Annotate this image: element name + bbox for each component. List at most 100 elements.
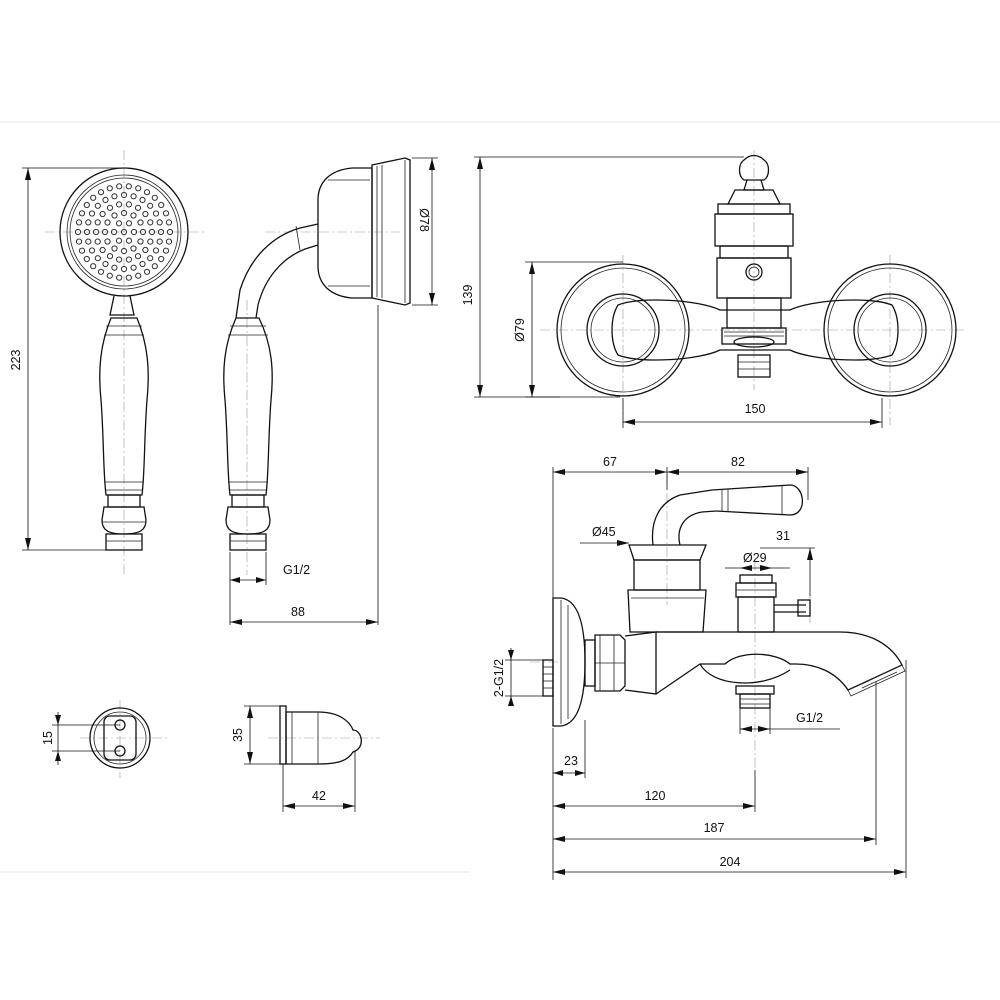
label-2g12: 2-G1/2 <box>492 659 506 697</box>
dimension-g12-outlet: G1/2 <box>739 708 840 734</box>
nozzle-hole <box>75 219 83 226</box>
dimension-88: 88 <box>230 305 379 625</box>
dimension-15: 15 <box>41 712 120 765</box>
nozzle-hole <box>147 219 154 226</box>
hand-shower-side-view <box>223 157 411 575</box>
label-42: 42 <box>312 789 326 803</box>
dimension-35: 35 <box>231 705 280 765</box>
nozzle-hole <box>106 185 113 192</box>
label-31: 31 <box>776 529 790 543</box>
dimension-23: 23 <box>552 720 586 880</box>
nozzle-hole <box>165 238 173 245</box>
nozzle-hole <box>130 228 138 236</box>
nozzle-hole <box>99 210 106 218</box>
nozzle-hole <box>158 201 165 209</box>
nozzle-hole <box>134 204 142 211</box>
nozzle-hole <box>151 194 158 201</box>
nozzle-hole <box>102 196 109 204</box>
nozzle-hole <box>166 228 174 236</box>
nozzle-hole <box>106 204 114 211</box>
nozzle-hole <box>162 210 170 217</box>
dimension-31: 31 <box>760 529 815 596</box>
nozzle-hole <box>116 274 123 281</box>
nozzle-hole <box>88 210 96 217</box>
label-o79: Ø79 <box>513 318 527 342</box>
nozzle-hole <box>165 219 173 226</box>
mixer-side-view <box>530 475 906 770</box>
nozzle-hole <box>106 253 114 260</box>
nozzle-hole <box>83 201 90 209</box>
nozzle-hole <box>115 220 123 227</box>
dimension-139: 139 <box>461 156 744 398</box>
nozzle-hole <box>135 185 142 192</box>
nozzle-hole <box>157 228 165 236</box>
nozzle-hole <box>130 264 137 271</box>
nozzle-hole <box>111 212 118 219</box>
nozzle-hole <box>120 228 128 236</box>
label-120: 120 <box>645 789 666 803</box>
nozzle-hole <box>125 201 132 208</box>
nozzle-hole <box>139 196 146 204</box>
label-150: 150 <box>745 402 766 416</box>
nozzle-hole <box>94 202 101 209</box>
rosette-right <box>823 263 957 397</box>
nozzle-hole <box>125 256 132 263</box>
nozzle-hole <box>139 260 146 268</box>
dimension-o29: Ø29 <box>725 551 790 571</box>
label-o78: Ø78 <box>417 208 431 232</box>
nozzle-hole <box>137 219 144 226</box>
nozzle-hole <box>74 228 82 236</box>
dimension-o79: Ø79 <box>513 261 623 398</box>
nozzle-hole <box>148 228 156 236</box>
nozzle-hole <box>83 255 90 263</box>
label-35: 35 <box>231 728 245 742</box>
hand-shower-front-view <box>45 150 205 575</box>
nozzle-hole <box>125 274 132 281</box>
nozzle-hole <box>151 263 158 270</box>
holder-front-view <box>80 700 170 778</box>
nozzle-hole <box>83 228 91 236</box>
nozzle-hole <box>139 228 147 236</box>
dimension-120: 120 <box>553 770 756 812</box>
dimension-o78: Ø78 <box>412 157 438 306</box>
dimension-204: 204 <box>553 660 907 878</box>
label-23: 23 <box>564 754 578 768</box>
nozzle-hole <box>94 238 101 245</box>
nozzle-hole <box>120 265 128 273</box>
nozzle-hole <box>137 238 144 245</box>
nozzle-hole <box>110 228 118 236</box>
nozzle-hole <box>147 202 154 209</box>
label-g12-outlet: G1/2 <box>796 711 823 725</box>
nozzle-hole <box>97 268 105 275</box>
nozzle-hole <box>111 193 118 200</box>
dimension-2g12: 2-G1/2 <box>492 648 543 706</box>
nozzle-hole <box>106 272 113 279</box>
nozzle-hole <box>130 245 137 252</box>
nozzle-hole <box>88 247 96 254</box>
nozzle-hole <box>142 210 149 218</box>
nozzle-hole <box>94 219 101 226</box>
nozzle-hole <box>92 228 100 236</box>
nozzle-hole <box>120 247 128 255</box>
nozzle-hole <box>120 191 128 199</box>
nozzle-hole <box>147 255 154 262</box>
holder-side-view <box>268 705 380 765</box>
label-139: 139 <box>461 285 475 306</box>
dimension-42: 42 <box>282 752 356 812</box>
label-o45: Ø45 <box>592 525 616 539</box>
label-223: 223 <box>9 350 23 371</box>
nozzle-hole <box>116 256 123 263</box>
nozzle-hole <box>130 193 137 200</box>
nozzle-hole <box>78 247 86 254</box>
nozzle-hole <box>111 264 118 271</box>
nozzle-hole <box>156 238 163 245</box>
nozzle-hole <box>158 255 165 263</box>
nozzle-hole <box>142 246 149 254</box>
nozzle-hole <box>115 237 123 244</box>
label-o29: Ø29 <box>743 551 767 565</box>
nozzle-hole <box>135 272 142 279</box>
nozzle-hole <box>125 237 133 244</box>
label-82: 82 <box>731 455 745 469</box>
label-67: 67 <box>603 455 617 469</box>
